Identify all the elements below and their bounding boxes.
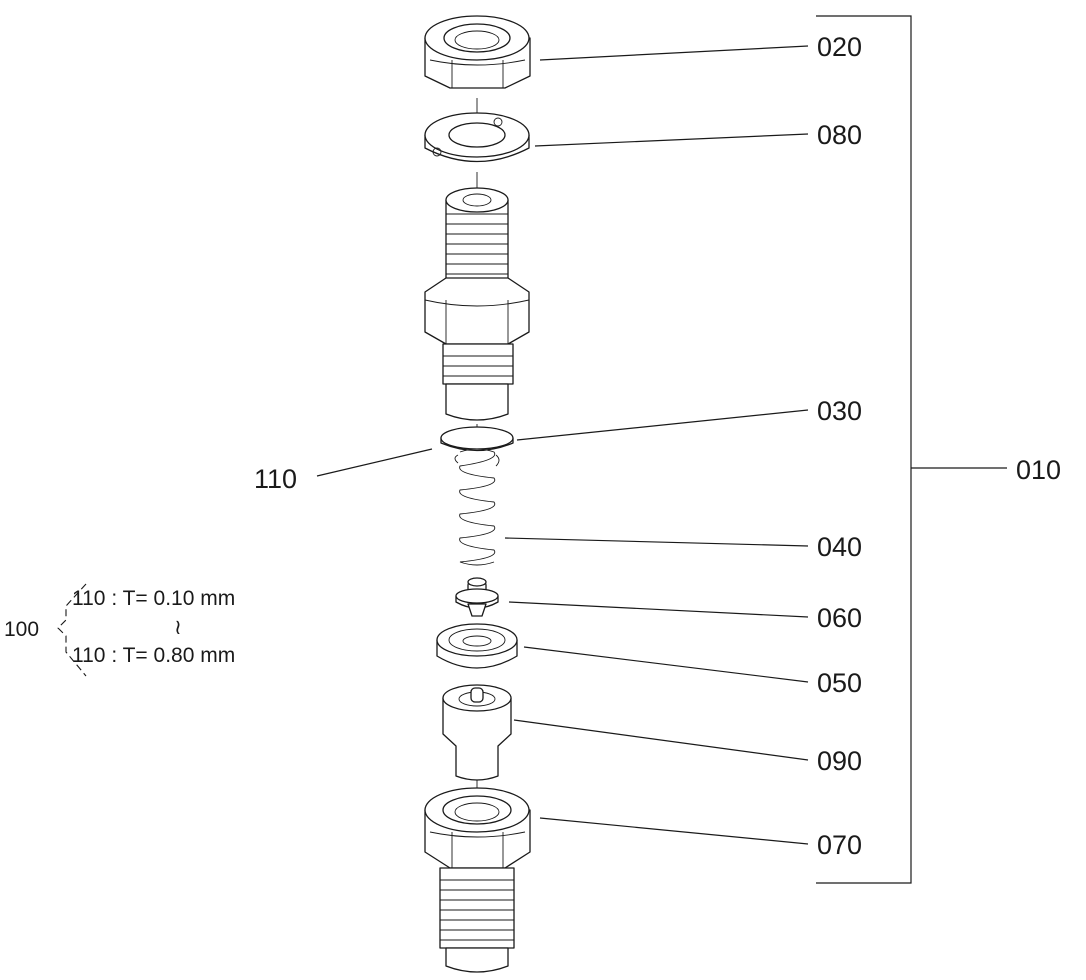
- shim-thickness-note: 100 110 : T= 0.10 mm ≀ 110 : T= 0.80 mm: [4, 583, 235, 677]
- callout-110: 110: [254, 464, 297, 494]
- part-040-spring: [454, 448, 500, 566]
- callout-050: 050: [817, 668, 862, 698]
- part-030-gasket: [440, 426, 514, 452]
- callout-010: 010: [1016, 455, 1061, 485]
- callout-060: 060: [817, 603, 862, 633]
- part-050-seat: [436, 623, 518, 669]
- part-090-holder: [442, 684, 512, 781]
- callout-080: 080: [817, 120, 862, 150]
- part-main-body: [424, 187, 530, 421]
- callout-020: 020: [817, 32, 862, 62]
- part-020-top-nut: [424, 15, 531, 89]
- callout-070: 070: [817, 830, 862, 860]
- part-070-bottom-nut: [424, 787, 531, 973]
- callout-090: 090: [817, 746, 862, 776]
- shim-min-thickness: 110 : T= 0.10 mm: [72, 587, 235, 610]
- part-080-washer: [424, 112, 530, 163]
- group-ref-100: 100: [4, 618, 39, 641]
- part-060-valve: [455, 577, 499, 617]
- callout-040: 040: [817, 532, 862, 562]
- callout-030: 030: [817, 396, 862, 426]
- leader-lines: [316, 45, 809, 845]
- shim-max-thickness: 110 : T= 0.80 mm: [72, 644, 235, 667]
- range-tilde: ≀: [174, 616, 182, 639]
- assembly-bracket: [816, 15, 1007, 884]
